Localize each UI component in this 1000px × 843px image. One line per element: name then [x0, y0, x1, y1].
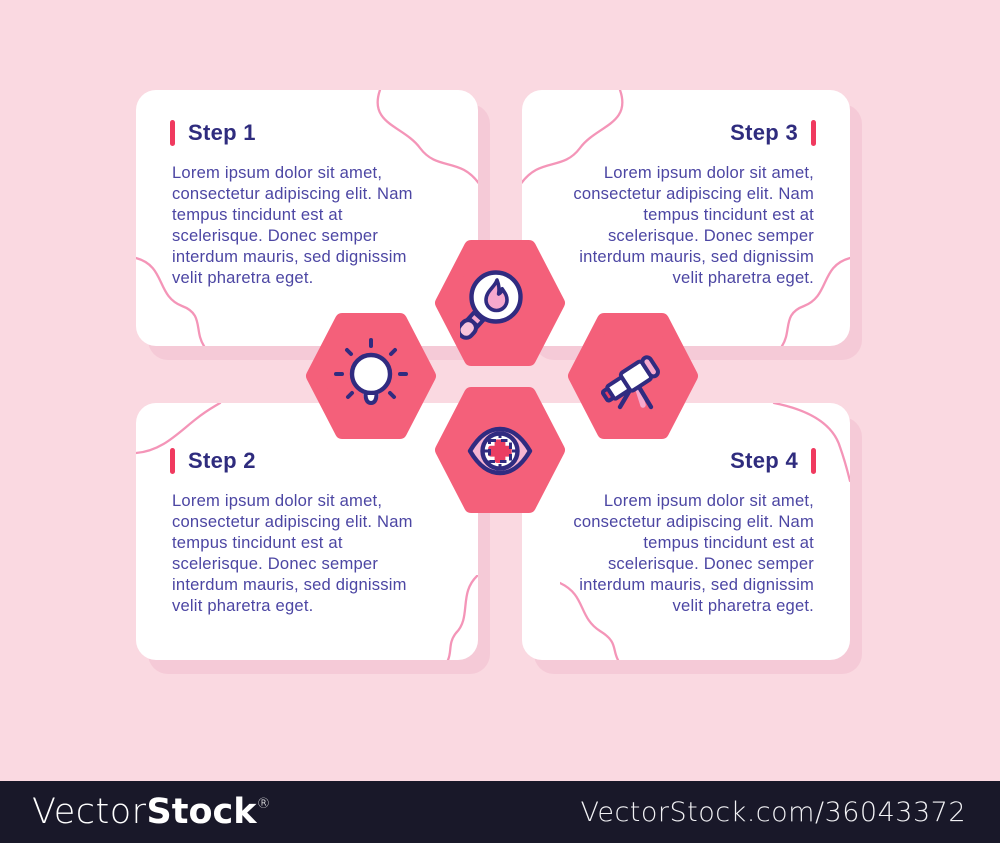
step-1-body: Lorem ipsum dolor sit amet, consectetur … [172, 163, 413, 287]
step-card-2: Step 2 Lorem ipsum dolor sit amet, conse… [136, 403, 478, 660]
step-1-title-row: Step 1 [136, 120, 478, 146]
logo-stock-text: Stock [146, 791, 257, 832]
step-2-title-row: Step 2 [136, 448, 478, 474]
step-2-title: Step 2 [188, 448, 256, 473]
accent-bar [170, 120, 175, 146]
image-credit-url: VectorStock.com/36043372 [580, 796, 966, 828]
accent-bar [811, 448, 816, 474]
step-card-4: Step 4 Lorem ipsum dolor sit amet, conse… [522, 403, 850, 660]
step-3-title-row: Step 3 [522, 120, 850, 146]
telescope-icon [600, 355, 660, 410]
step-4-body: Lorem ipsum dolor sit amet, consectetur … [573, 491, 814, 615]
step-card-3: Step 3 Lorem ipsum dolor sit amet, conse… [522, 90, 850, 346]
hexagon-step-4 [432, 385, 568, 515]
hexagon-step-2 [303, 311, 439, 441]
accent-bar [170, 448, 175, 474]
step-3-title: Step 3 [730, 120, 798, 145]
logo-vector-text: Vector [32, 791, 147, 832]
step-3-body: Lorem ipsum dolor sit amet, consectetur … [573, 163, 814, 287]
accent-bar [811, 120, 816, 146]
step-2-body: Lorem ipsum dolor sit amet, consectetur … [172, 491, 413, 615]
eye-target-icon [467, 426, 533, 476]
step-1-title: Step 1 [188, 120, 256, 145]
step-4-title-row: Step 4 [522, 448, 850, 474]
hexagon-step-3 [565, 311, 701, 441]
step-4-title: Step 4 [730, 448, 798, 473]
lightbulb-icon [334, 338, 408, 406]
step-card-1: Step 1 Lorem ipsum dolor sit amet, conse… [136, 90, 478, 346]
hexagon-step-1 [432, 238, 568, 368]
registered-trademark-icon: ® [256, 795, 271, 812]
magnifier-flame-icon [460, 270, 523, 340]
